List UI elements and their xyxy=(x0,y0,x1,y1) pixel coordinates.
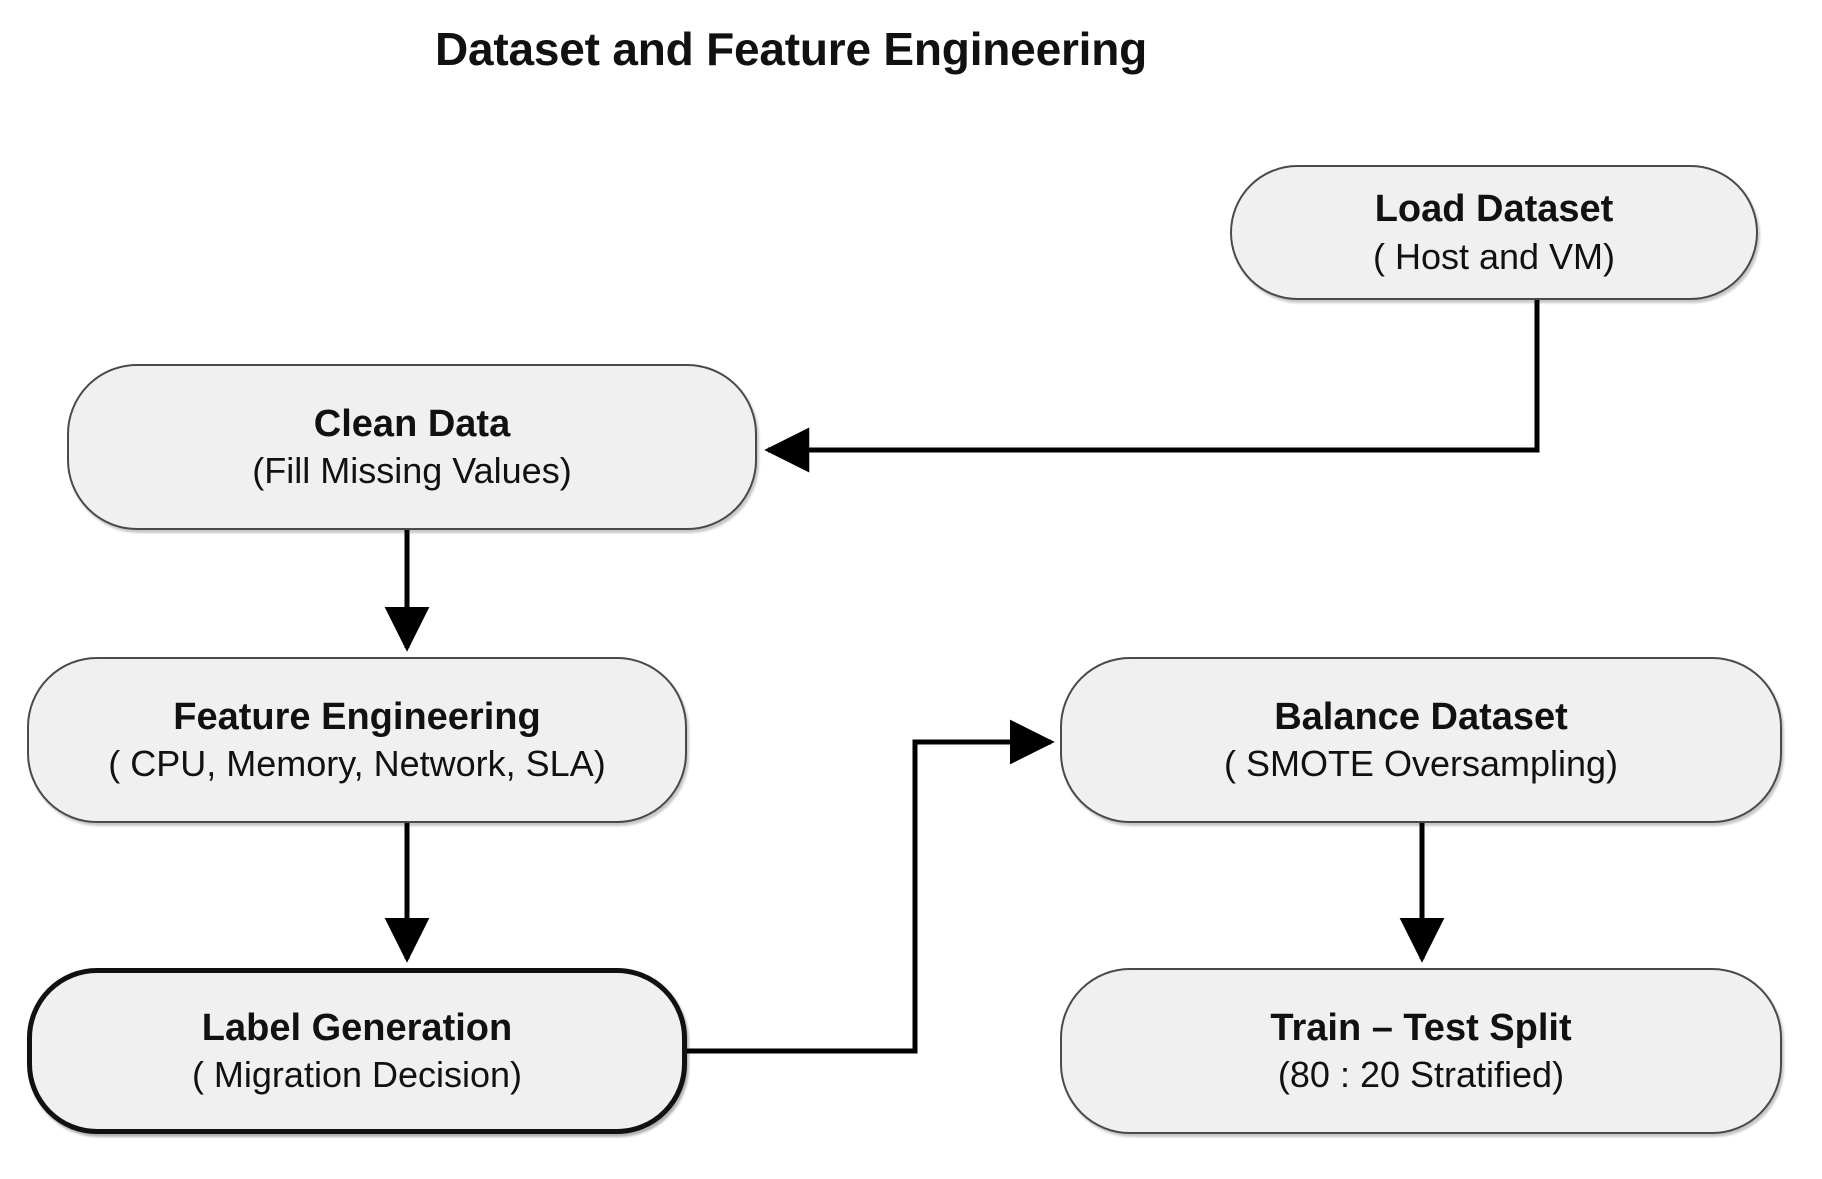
node-train-test-split-title: Train – Test Split xyxy=(1270,1006,1572,1049)
edge-label-generation-to-balance-dataset xyxy=(683,719,1055,1054)
node-feature-engineering-subtitle: ( CPU, Memory, Network, SLA) xyxy=(108,743,606,785)
node-train-test-split-subtitle: (80 : 20 Stratified) xyxy=(1277,1054,1565,1096)
edge-load-dataset-to-clean-data xyxy=(764,300,1540,473)
node-feature-engineering-title: Feature Engineering xyxy=(173,695,541,738)
diagram-title: Dataset and Feature Engineering xyxy=(434,23,1148,75)
node-clean-data-title: Clean Data xyxy=(313,402,511,445)
node-load-dataset[interactable]: Load Dataset ( Host and VM) xyxy=(1230,165,1758,300)
node-clean-data-subtitle: (Fill Missing Values) xyxy=(252,450,572,492)
node-balance-dataset-subtitle: ( SMOTE Oversampling) xyxy=(1223,743,1619,785)
node-feature-engineering[interactable]: Feature Engineering ( CPU, Memory, Netwo… xyxy=(27,657,687,823)
node-label-generation-title: Label Generation xyxy=(201,1006,513,1049)
node-label-generation[interactable]: Label Generation ( Migration Decision) xyxy=(27,968,687,1134)
node-balance-dataset[interactable]: Balance Dataset ( SMOTE Oversampling) xyxy=(1060,657,1782,823)
node-balance-dataset-title: Balance Dataset xyxy=(1274,695,1568,738)
node-load-dataset-subtitle: ( Host and VM) xyxy=(1372,235,1616,277)
node-label-generation-subtitle: ( Migration Decision) xyxy=(191,1054,523,1096)
node-train-test-split[interactable]: Train – Test Split (80 : 20 Stratified) xyxy=(1060,968,1782,1134)
node-load-dataset-title: Load Dataset xyxy=(1374,188,1614,231)
node-clean-data[interactable]: Clean Data (Fill Missing Values) xyxy=(67,364,757,530)
